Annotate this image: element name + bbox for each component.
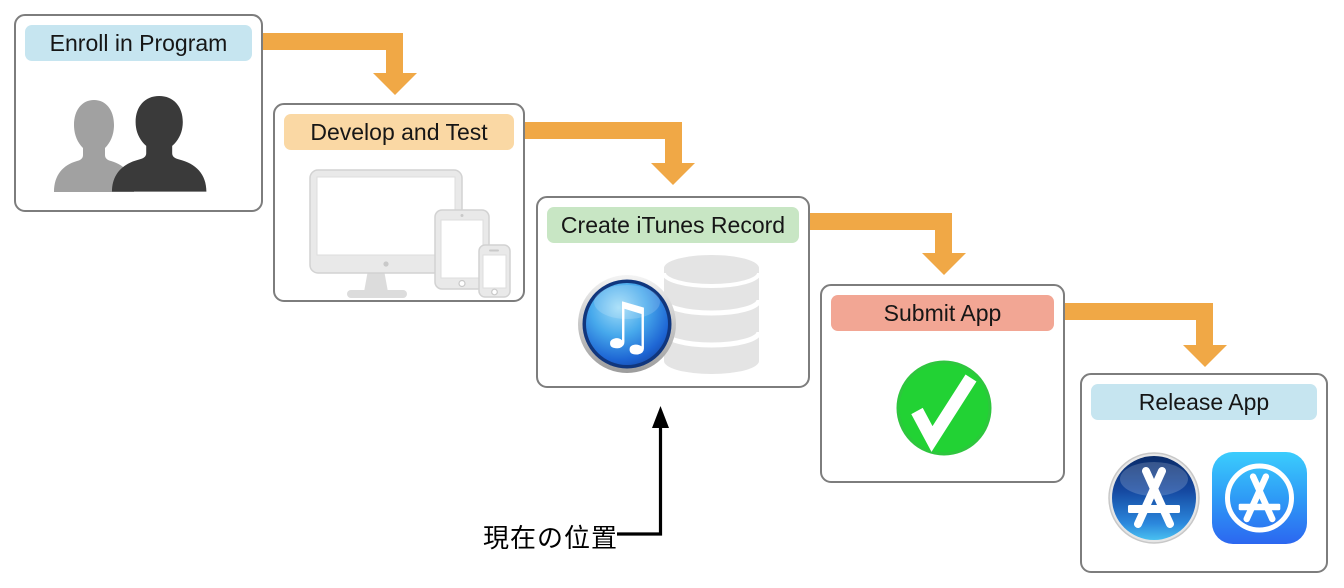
step-box-develop-and-test: Develop and Test	[273, 103, 525, 302]
flow-arrow-2	[523, 122, 695, 185]
step-header-enroll-in-program: Enroll in Program	[25, 25, 252, 61]
flow-arrow-3	[806, 213, 966, 275]
ipad-icon	[434, 209, 490, 290]
current-position-label: 現在の位置	[483, 523, 619, 553]
step-header-submit-app: Submit App	[831, 295, 1054, 331]
step-box-create-itunes-record: Create iTunes Record	[536, 196, 810, 388]
step-header-develop-and-test: Develop and Test	[284, 114, 514, 150]
step-box-submit-app: Submit App	[820, 284, 1065, 483]
devices-icon	[309, 169, 511, 298]
two-people-icon	[54, 96, 207, 192]
imac-icon	[309, 169, 463, 298]
flow-arrow-1	[261, 33, 417, 95]
checkmark-icon	[896, 360, 992, 456]
mac-app-store-icon	[1108, 452, 1200, 544]
step-box-release-app: Release App	[1080, 373, 1328, 573]
app-store-icons	[1108, 452, 1307, 544]
music-note-glyph: ♫	[598, 290, 655, 364]
current-position-arrow	[617, 406, 669, 536]
itunes-icon: ♫	[578, 275, 676, 373]
flow-arrow-4	[1063, 303, 1227, 367]
step-box-enroll-in-program: Enroll in Program	[14, 14, 263, 212]
step-header-create-itunes-record: Create iTunes Record	[547, 207, 799, 243]
iphone-icon	[478, 244, 511, 298]
database-icon	[661, 255, 762, 374]
ios-app-store-icon	[1212, 452, 1307, 544]
step-header-release-app: Release App	[1091, 384, 1317, 420]
itunes-database-icon: ♫	[578, 255, 762, 374]
